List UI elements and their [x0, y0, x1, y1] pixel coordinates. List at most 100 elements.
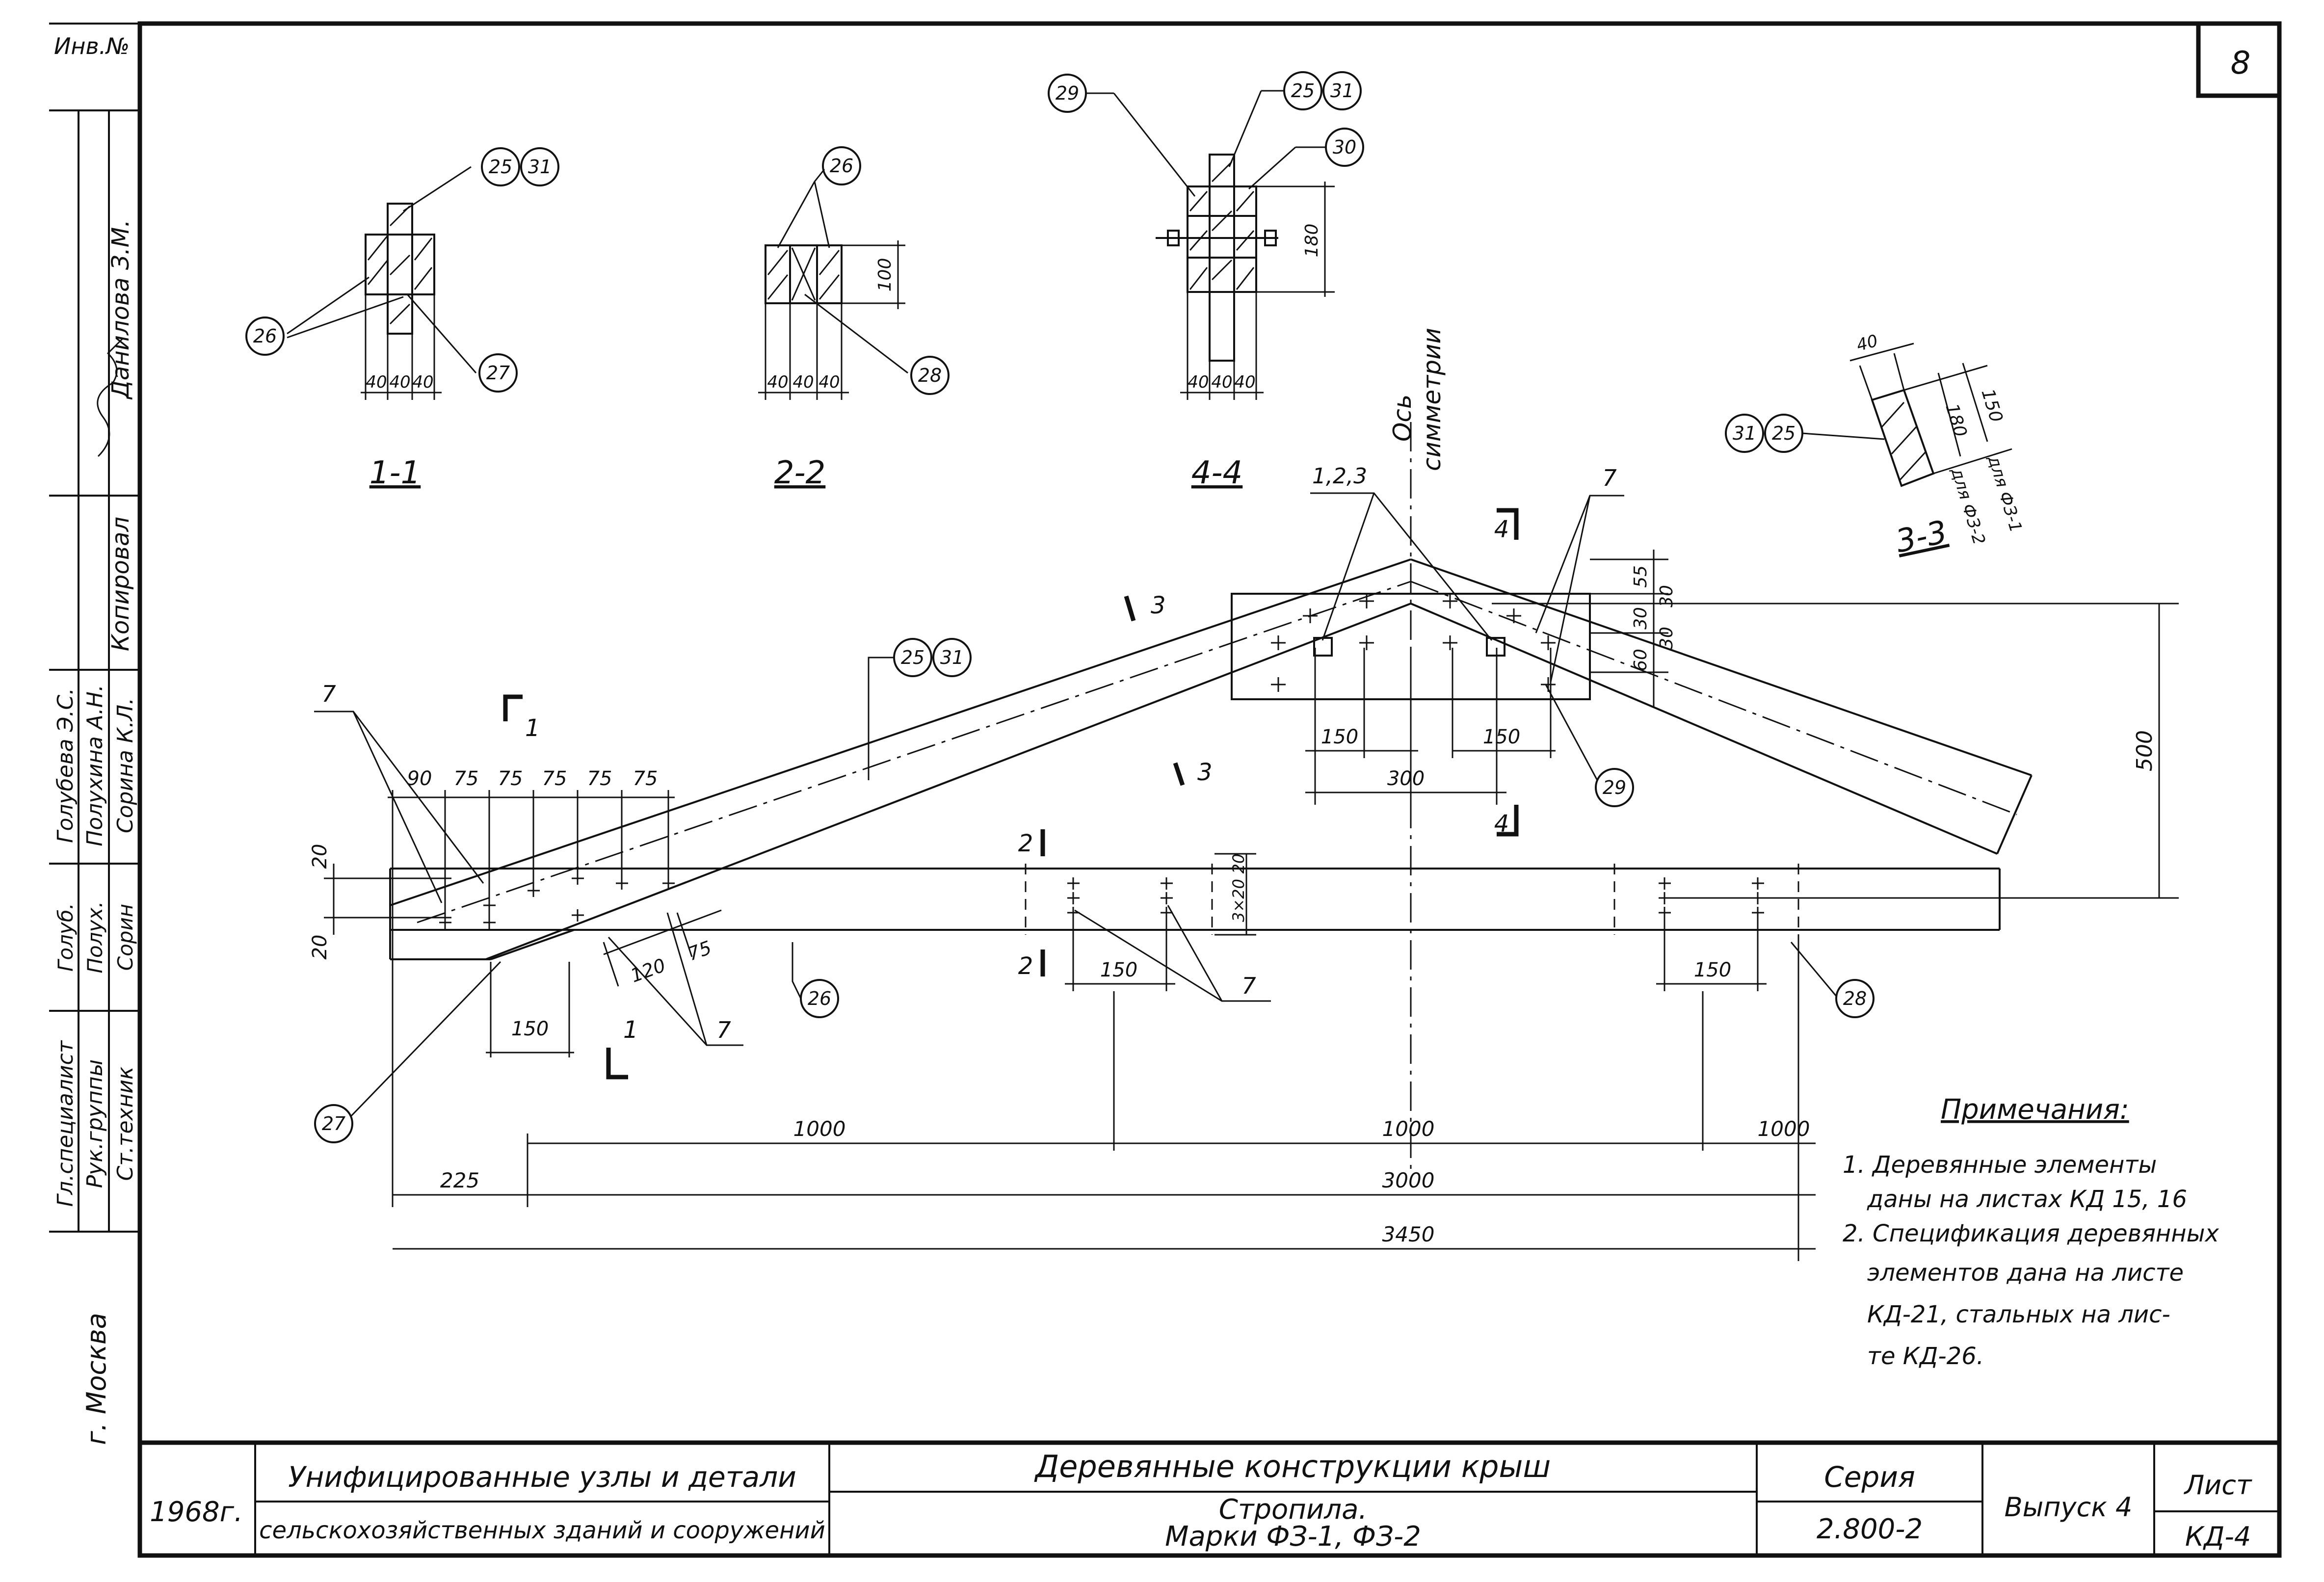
name-3: Сорина К.Л. — [113, 698, 138, 833]
s22-dim-3: 40 — [819, 372, 840, 392]
sheet-value: КД-4 — [2185, 1521, 2251, 1552]
span-150-b: 150 — [1694, 959, 1731, 981]
top-dim-5: 75 — [587, 767, 612, 790]
chain-1000-a: 1000 — [793, 1117, 846, 1141]
s44-dim-3: 40 — [1234, 372, 1255, 392]
left-dim-1: 20 — [309, 844, 331, 869]
s44-dim-2: 40 — [1211, 372, 1232, 392]
part7-d: 7 — [1602, 465, 1616, 491]
drawing-sub2: Марки ФЗ-1, ФЗ-2 — [1165, 1521, 1421, 1553]
series-value: 2.800-2 — [1817, 1513, 1923, 1545]
s11-callout-31 — [520, 147, 559, 186]
center-300: 300 — [1387, 767, 1425, 790]
note-line-4: элементов дана на листе — [1867, 1259, 2184, 1287]
s11-callout-25 — [481, 147, 520, 186]
svg-text:25: 25 — [1291, 80, 1315, 102]
mark-4-top: 4 — [1494, 516, 1509, 543]
role-2: Рук.группы — [82, 1059, 107, 1188]
drawing-title: Деревянные конструкции крыш — [1034, 1449, 1551, 1484]
s22-dim-2: 40 — [792, 372, 814, 392]
dim-120: 120 — [628, 954, 668, 987]
svg-text:26: 26 — [808, 988, 831, 1009]
s33-label-2: для ФЗ-2 — [1947, 465, 1989, 547]
mark-1-bottom: 1 — [623, 1016, 638, 1044]
svg-text:31: 31 — [1330, 80, 1354, 102]
ridge-dim-60: 60 — [1631, 649, 1651, 671]
s11-callout-26 — [245, 316, 285, 356]
svg-text:31: 31 — [1733, 422, 1756, 444]
svg-text:28: 28 — [918, 365, 942, 386]
bolt-dim-20a: 20 — [1229, 854, 1248, 874]
s11-callout-27 — [478, 353, 518, 393]
sig-1: Голуб. — [53, 903, 78, 972]
mark-2-bottom: 2 — [1018, 952, 1033, 980]
top-dim-3: 75 — [498, 767, 523, 790]
s33-dim-40: 40 — [1854, 331, 1880, 355]
series-label: Серия — [1824, 1460, 1915, 1494]
s22-callout-26 — [822, 146, 861, 185]
sig-2: Полух. — [83, 901, 107, 973]
corner-label: Инв.№ — [54, 33, 130, 59]
s22-dim-1: 40 — [767, 372, 788, 392]
note-line-6: те КД-26. — [1867, 1343, 1984, 1370]
chain-3450: 3450 — [1382, 1222, 1435, 1246]
callout-27 — [314, 1104, 353, 1143]
svg-text:29: 29 — [1603, 777, 1626, 798]
city: г. Москва — [81, 1313, 112, 1445]
part-1-2-3: 1,2,3 — [1312, 464, 1367, 489]
chain-1000-c: 1000 — [1758, 1117, 1810, 1141]
svg-text:29: 29 — [1056, 82, 1079, 104]
svg-text:31: 31 — [940, 647, 964, 668]
top-dim-6: 75 — [633, 767, 658, 790]
role-3: Ст.техник — [113, 1066, 138, 1181]
part7-c: 7 — [1241, 973, 1256, 999]
s44-title: 4-4 — [1191, 455, 1243, 491]
part7-b: 7 — [716, 1017, 731, 1043]
s11-title: 1-1 — [370, 455, 421, 491]
truss-elevation: 90 75 75 75 75 75 20 20 150 120 75 — [309, 464, 2179, 1261]
callout-28 — [1835, 979, 1875, 1018]
note-line-5: КД-21, стальных на лис- — [1867, 1301, 2170, 1328]
note-line-1: 1. Деревянные элементы — [1843, 1151, 2157, 1179]
s33-label-1: для ФЗ-1 — [1983, 453, 2026, 535]
height-500: 500 — [2132, 730, 2157, 771]
s33-callout-31 — [1725, 414, 1764, 453]
top-dim-4: 75 — [542, 767, 567, 790]
span-150-a: 150 — [1100, 959, 1137, 981]
s33-dim-150: 150 — [1977, 387, 2006, 425]
sheet-number: 8 — [2231, 45, 2251, 81]
project-line2: сельскохозяйственных зданий и сооружений — [259, 1517, 825, 1544]
top-dim-2: 75 — [454, 767, 479, 790]
top-dim-1: 90 — [407, 767, 432, 790]
left-dim-2: 20 — [309, 935, 331, 960]
s11-dim-3: 40 — [412, 372, 433, 392]
sheet-number-box — [2196, 24, 2279, 98]
s44-dim-1: 40 — [1188, 372, 1209, 392]
section-1-1: 40 40 40 1-1 25 31 26 27 — [245, 147, 559, 491]
sidebar: Инв.№ Данилова З.М. Копировал Гл.специал… — [49, 23, 140, 1445]
svg-text:27: 27 — [486, 362, 510, 384]
name-2: Полухина А.Н. — [82, 685, 107, 846]
symmetry-axis: Ось симметрии — [1388, 328, 1446, 1173]
sig-3: Сорин — [113, 904, 137, 971]
svg-text:31: 31 — [528, 156, 552, 178]
bottom-150-left: 150 — [511, 1018, 549, 1040]
s33-title: 3-3 — [1893, 514, 1951, 560]
copied-label: Копировал — [107, 517, 134, 651]
s44-height: 180 — [1302, 224, 1322, 258]
part7-a: 7 — [321, 681, 336, 707]
center-150-left: 150 — [1321, 726, 1358, 748]
axis-label-2: симметрии — [1418, 328, 1446, 471]
drawing-sub1: Стропила. — [1219, 1494, 1367, 1526]
axis-label-1: Ось — [1388, 395, 1417, 442]
ridge-dim-30a: 30 — [1631, 607, 1651, 630]
svg-text:30: 30 — [1333, 136, 1356, 158]
svg-text:26: 26 — [253, 325, 277, 347]
mark-3-top: 3 — [1151, 592, 1166, 619]
ridge-dim-30b: 30 — [1657, 585, 1677, 607]
chain-225: 225 — [440, 1168, 479, 1192]
section-2-2: 40 40 40 100 2-2 26 28 — [758, 146, 950, 491]
chain-1000-b: 1000 — [1382, 1117, 1435, 1141]
section-3-3: 40 150 180 для ФЗ-1 для ФЗ-2 3-3 31 25 — [1725, 331, 2026, 560]
